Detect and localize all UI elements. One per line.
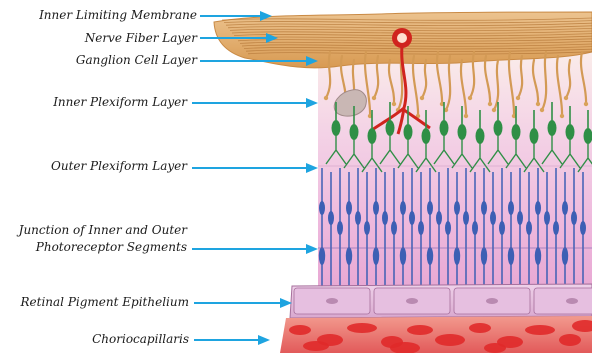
photoreceptor-nucleus <box>445 221 451 235</box>
photoreceptor-nucleus <box>553 221 559 235</box>
photoreceptor-nucleus <box>400 201 406 215</box>
arrow-choriocapillaris <box>194 335 270 345</box>
red-blood-cell <box>289 325 311 335</box>
ganglion-terminal <box>536 102 540 106</box>
cone-segment <box>508 247 514 265</box>
photoreceptor-nucleus <box>562 201 568 215</box>
bipolar-cell-body <box>422 128 431 144</box>
photoreceptor-nucleus <box>490 211 496 225</box>
arrow-retinal-pigment-epithelium <box>194 298 292 308</box>
choriocapillaris-layer <box>280 316 592 353</box>
ganglion-terminal <box>540 108 544 112</box>
red-blood-cell <box>525 325 555 335</box>
bipolar-cell-body <box>548 120 557 136</box>
photoreceptor-nucleus <box>328 211 334 225</box>
photoreceptor-nucleus <box>373 201 379 215</box>
rpe-cell <box>534 288 592 314</box>
cone-segment <box>454 247 460 265</box>
bipolar-cell-body <box>476 128 485 144</box>
arrow-inner-plexiform-layer <box>192 98 318 108</box>
cone-segment <box>373 247 379 265</box>
photoreceptor-nucleus <box>571 211 577 225</box>
ganglion-terminal <box>492 108 496 112</box>
bipolar-cell-body <box>440 120 449 136</box>
cone-segment <box>427 247 433 265</box>
photoreceptor-nucleus <box>409 211 415 225</box>
arrow-photoreceptor-junction <box>192 244 318 254</box>
label-junction-line2: Photoreceptor Segments <box>36 240 187 254</box>
bipolar-cell-body <box>368 128 377 144</box>
ganglion-terminal <box>392 102 396 106</box>
ganglion-terminal <box>564 96 568 100</box>
label-nerve-fiber-layer: Nerve Fiber Layer <box>85 31 197 45</box>
ganglion-terminal <box>584 102 588 106</box>
label-outer-plexiform-layer: Outer Plexiform Layer <box>51 159 187 173</box>
photoreceptor-nucleus <box>454 201 460 215</box>
ganglion-terminal <box>516 96 520 100</box>
label-inner-limiting-membrane: Inner Limiting Membrane <box>39 8 197 22</box>
bipolar-cell-body <box>404 124 413 140</box>
red-blood-cell <box>435 334 465 346</box>
ganglion-terminal <box>464 114 468 118</box>
photoreceptor-nucleus <box>499 221 505 235</box>
bipolar-cell-body <box>332 120 341 136</box>
ganglion-terminal <box>372 96 376 100</box>
photoreceptor-nucleus <box>391 221 397 235</box>
photoreceptor-nucleus <box>436 211 442 225</box>
rpe-nucleus <box>326 298 338 304</box>
photoreceptor-nucleus <box>544 211 550 225</box>
photoreceptor-nucleus <box>427 201 433 215</box>
ganglion-terminal <box>560 114 564 118</box>
red-blood-cell <box>484 343 506 353</box>
photoreceptor-nucleus <box>481 201 487 215</box>
photoreceptor-nucleus <box>355 211 361 225</box>
bipolar-cell-body <box>458 124 467 140</box>
label-ganglion-cell-layer: Ganglion Cell Layer <box>76 53 197 67</box>
photoreceptor-nucleus <box>526 221 532 235</box>
photoreceptor-nucleus <box>580 221 586 235</box>
label-retinal-pigment-epithelium: Retinal Pigment Epithelium <box>21 295 190 309</box>
ganglion-terminal <box>420 96 424 100</box>
bipolar-cell-body <box>512 124 521 140</box>
label-choriocapillaris: Choriocapillaris <box>92 332 189 346</box>
cone-segment <box>319 247 325 265</box>
bipolar-cell-body <box>530 128 539 144</box>
red-blood-cell <box>559 334 581 346</box>
photoreceptor-nucleus <box>364 221 370 235</box>
photoreceptor-nucleus <box>463 211 469 225</box>
bipolar-cell-body <box>494 120 503 136</box>
red-blood-cell <box>347 323 377 333</box>
photoreceptor-nucleus <box>382 211 388 225</box>
photoreceptor-nucleus <box>535 201 541 215</box>
photoreceptor-nucleus <box>508 201 514 215</box>
label-junction-line1: Junction of Inner and Outer <box>19 223 187 237</box>
red-blood-cell <box>407 325 433 335</box>
bipolar-cell-body <box>386 120 395 136</box>
ganglion-terminal <box>468 96 472 100</box>
retinal-pigment-epithelium <box>290 284 592 318</box>
cone-segment <box>562 247 568 265</box>
cone-segment <box>535 247 541 265</box>
cone-segment <box>481 247 487 265</box>
cone-segment <box>346 247 352 265</box>
ganglion-terminal <box>488 102 492 106</box>
photoreceptor-nucleus <box>472 221 478 235</box>
photoreceptor-nucleus <box>319 201 325 215</box>
photoreceptor-nucleus <box>337 221 343 235</box>
ganglion-terminal <box>324 96 328 100</box>
photoreceptor-nucleus <box>517 211 523 225</box>
rpe-nucleus <box>406 298 418 304</box>
bipolar-cell-body <box>350 124 359 140</box>
photoreceptor-nucleus <box>418 221 424 235</box>
bipolar-cell-body <box>566 124 575 140</box>
red-blood-cell <box>469 323 491 333</box>
arrow-outer-plexiform-layer <box>192 163 318 173</box>
photoreceptor-nucleus <box>346 201 352 215</box>
rpe-nucleus <box>486 298 498 304</box>
rpe-nucleus <box>566 298 578 304</box>
red-blood-cell <box>303 341 329 351</box>
cone-segment <box>400 247 406 265</box>
label-inner-plexiform-layer: Inner Plexiform Layer <box>53 95 187 109</box>
